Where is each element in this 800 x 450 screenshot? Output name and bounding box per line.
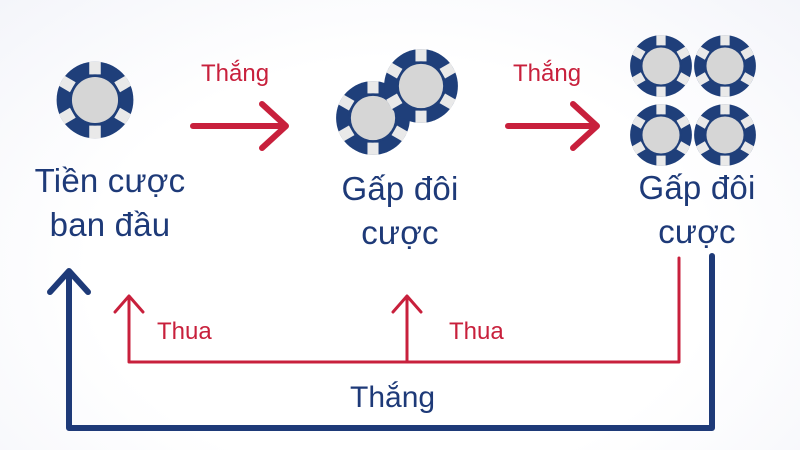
node-double-bet-2: Gấp đôi cược: [613, 166, 781, 254]
win-return-path: [47, 253, 715, 431]
edge-label-win-2: Thắng: [513, 60, 582, 87]
node-double-bet-1: Gấp đôi cược: [316, 167, 484, 255]
chip-icon: [56, 61, 134, 139]
node-initial-bet-line1: Tiền cược: [34, 162, 186, 199]
win-arrow-1: [190, 101, 289, 151]
node-double-bet-2-line1: Gấp đôi: [638, 169, 756, 206]
win-arrow-2: [505, 101, 600, 151]
node-initial-bet-line2: ban đầu: [49, 206, 171, 243]
lose-path: [113, 256, 681, 364]
node-double-bet-2-line2: cược: [658, 213, 736, 250]
node-double-bet-1-line1: Gấp đôi: [341, 170, 459, 207]
chip-stack-double-2: [630, 35, 756, 166]
chip-stack-double-1: [336, 49, 458, 155]
edge-label-win-1: Thắng: [201, 60, 270, 87]
chip-icon: [694, 104, 756, 166]
chip-icon: [630, 35, 692, 97]
chip-icon: [694, 35, 756, 97]
edge-label-win-return: Thắng: [350, 381, 436, 414]
edge-label-lose-1: Thua: [157, 318, 212, 345]
chip-stack-initial: [56, 61, 134, 139]
edge-label-lose-2: Thua: [449, 318, 504, 345]
node-double-bet-1-line2: cược: [361, 214, 439, 251]
chip-icon: [384, 49, 458, 123]
node-initial-bet: Tiền cược ban đầu: [20, 159, 200, 247]
chip-icon: [630, 104, 692, 166]
